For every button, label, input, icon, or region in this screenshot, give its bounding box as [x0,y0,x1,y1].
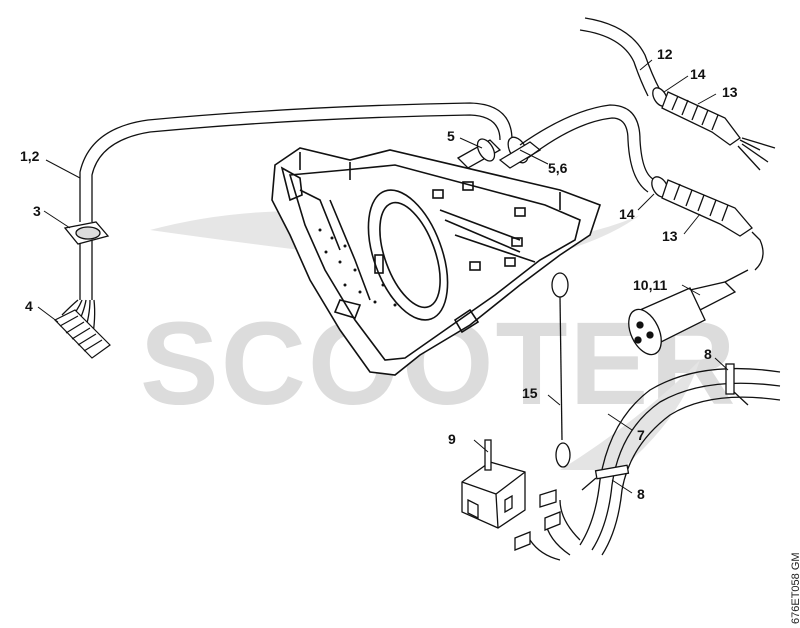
callout-8-top: 8 [704,346,712,362]
plug-10-11 [628,269,749,356]
cable-tie-8 [581,363,749,491]
callout-14-lower: 14 [619,206,635,222]
strain-relief-13-lower [651,176,764,271]
harness-7 [529,367,781,561]
callout-9: 9 [448,431,456,447]
document-code: 676ET058 GM [790,552,800,624]
lanyard-15 [551,272,571,468]
watermark-swoosh-2 [560,360,700,470]
grommets-5-6 [456,136,542,169]
callout-1-2: 1,2 [20,148,40,164]
callout-4: 4 [25,298,33,314]
connector-4 [53,309,111,359]
callout-10-11: 10,11 [633,277,668,293]
grommet-3 [63,221,110,245]
leader-lines [37,59,729,494]
housing-holes [318,228,397,307]
callout-5: 5 [447,128,455,144]
housing-shell [271,147,602,376]
callout-13-top: 13 [722,84,738,100]
callout-12: 12 [657,46,673,62]
callout-13-lower: 13 [662,228,678,244]
power-cable [519,104,656,193]
callout-15: 15 [522,385,538,401]
cable-12 [579,17,661,97]
switch-9 [461,439,561,551]
callout-5-6: 5,6 [548,160,568,176]
cable-1-2 [61,102,513,341]
callout-14-top: 14 [690,66,706,82]
callout-3: 3 [33,203,41,219]
strain-relief-13-top [652,87,776,171]
callout-8-lower: 8 [637,486,645,502]
callout-7: 7 [637,427,645,443]
